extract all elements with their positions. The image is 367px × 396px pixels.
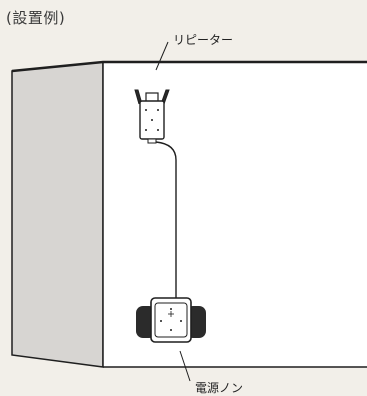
side-wall: [11, 61, 104, 368]
repeater-label: リピーター: [173, 33, 234, 47]
power-cable: [155, 141, 177, 298]
outlet-inner-plate: [154, 302, 188, 338]
repeater-leader-line: [155, 41, 169, 71]
plug-label: 電源ノン: [195, 381, 244, 395]
plug-leader-line: [179, 350, 191, 382]
outlet-device: [136, 297, 206, 343]
repeater-left-antenna: [134, 89, 143, 105]
front-wall: [103, 62, 367, 367]
repeater-device: [134, 89, 170, 144]
diagram-title: (設置例): [6, 9, 66, 27]
